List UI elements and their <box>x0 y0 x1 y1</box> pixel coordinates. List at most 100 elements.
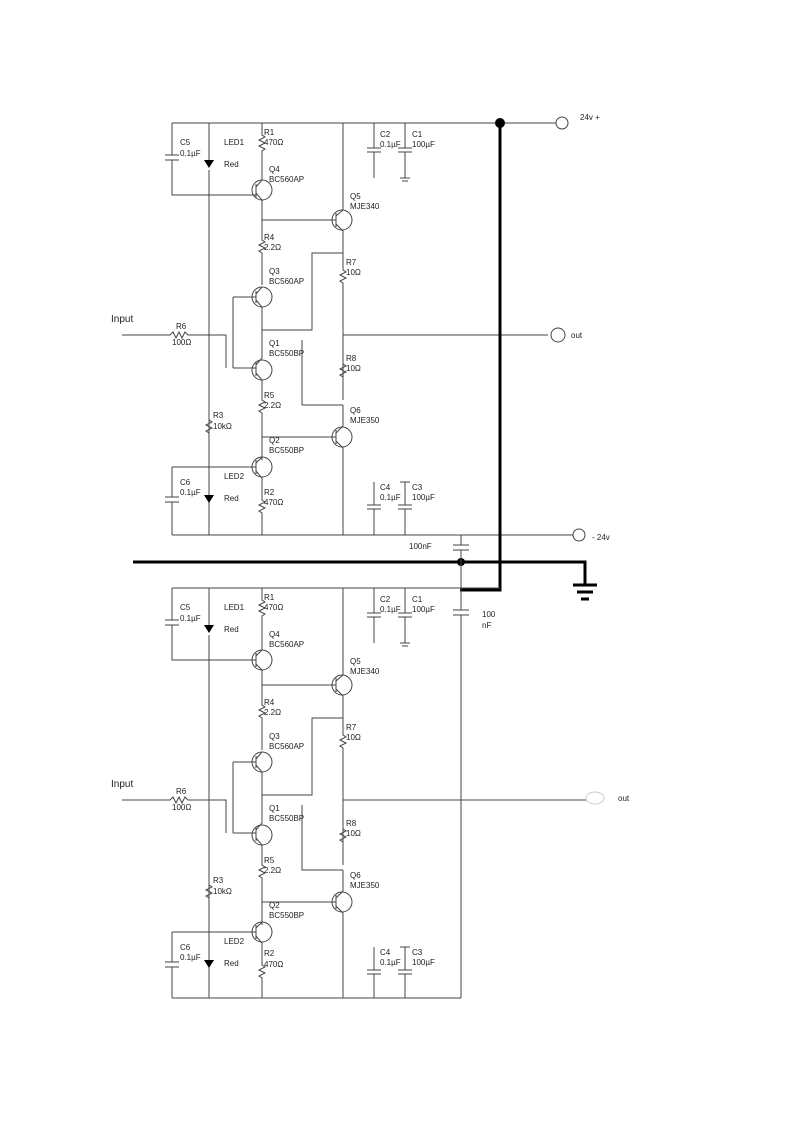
c1-name: C1 <box>412 130 423 139</box>
led2-value: Red <box>224 959 239 968</box>
r2-value: 470Ω <box>264 498 283 507</box>
r2-value: 470Ω <box>264 960 283 969</box>
c4-name: C4 <box>380 948 391 957</box>
led1-value: Red <box>224 160 239 169</box>
r3-name: R3 <box>213 411 224 420</box>
r2-name: R2 <box>264 949 275 958</box>
output-label: out <box>571 331 583 340</box>
led1-name: LED1 <box>224 603 245 612</box>
r8-value: 10Ω <box>346 364 361 373</box>
q1-value: BC550BP <box>269 349 304 358</box>
output-label: out <box>618 794 630 803</box>
q6-value: MJE350 <box>350 416 380 425</box>
c2-value: 0.1µF <box>380 605 401 614</box>
r6-value: 100Ω <box>172 803 191 812</box>
c5-name: C5 <box>180 138 191 147</box>
led2-name: LED2 <box>224 937 245 946</box>
c3-name: C3 <box>412 483 423 492</box>
ground-icon <box>573 583 597 601</box>
q1-name: Q1 <box>269 804 280 813</box>
r6-name: R6 <box>176 787 187 796</box>
c5-value: 0.1µF <box>180 149 201 158</box>
c4-value: 0.1µF <box>380 493 401 502</box>
q5-value: MJE340 <box>350 202 380 211</box>
q3-value: BC560AP <box>269 277 304 286</box>
pos-supply-terminal <box>555 116 569 130</box>
c2-name: C2 <box>380 595 391 604</box>
r4-name: R4 <box>264 698 275 707</box>
c3-value: 100µF <box>412 958 435 967</box>
cap-bottom-line1: 100 <box>482 610 496 619</box>
c6-name: C6 <box>180 478 191 487</box>
r6-value: 100Ω <box>172 338 191 347</box>
q5-value: MJE340 <box>350 667 380 676</box>
q6-name: Q6 <box>350 871 361 880</box>
q2-name: Q2 <box>269 436 280 445</box>
q5-name: Q5 <box>350 192 361 201</box>
r1-name: R1 <box>264 593 275 602</box>
c5-value: 0.1µF <box>180 614 201 623</box>
q6-value: MJE350 <box>350 881 380 890</box>
channel-2: C5 0.1µF LED1 Red R1 470Ω Q4 BC560AP C2 … <box>111 587 630 999</box>
r3-name: R3 <box>213 876 224 885</box>
r7-value: 10Ω <box>346 268 361 277</box>
pos-supply-label: 24v + <box>580 113 600 122</box>
q3-value: BC560AP <box>269 742 304 751</box>
c3-name: C3 <box>412 948 423 957</box>
led2-name: LED2 <box>224 472 245 481</box>
q4-value: BC560AP <box>269 175 304 184</box>
c6-value: 0.1µF <box>180 953 201 962</box>
r4-name: R4 <box>264 233 275 242</box>
c1-value: 100µF <box>412 140 435 149</box>
neg-supply-label: - 24v <box>592 533 610 542</box>
q5-name: Q5 <box>350 657 361 666</box>
c1-name: C1 <box>412 595 423 604</box>
c4-name: C4 <box>380 483 391 492</box>
input-label: Input <box>111 314 133 325</box>
c5-name: C5 <box>180 603 191 612</box>
r2-name: R2 <box>264 488 275 497</box>
c1-value: 100µF <box>412 605 435 614</box>
c4-value: 0.1µF <box>380 958 401 967</box>
q3-name: Q3 <box>269 732 280 741</box>
input-label: Input <box>111 779 133 790</box>
q2-name: Q2 <box>269 901 280 910</box>
r4-value: 2.2Ω <box>264 708 281 717</box>
q4-name: Q4 <box>269 165 280 174</box>
r1-value: 470Ω <box>264 603 283 612</box>
c6-name: C6 <box>180 943 191 952</box>
q1-value: BC550BP <box>269 814 304 823</box>
r6-name: R6 <box>176 322 187 331</box>
led1-value: Red <box>224 625 239 634</box>
q6-name: Q6 <box>350 406 361 415</box>
r5-name: R5 <box>264 856 275 865</box>
r7-name: R7 <box>346 723 357 732</box>
r5-value: 2.2Ω <box>264 866 281 875</box>
r5-name: R5 <box>264 391 275 400</box>
cap-between-rails-label: 100nF <box>409 542 432 551</box>
r7-value: 10Ω <box>346 733 361 742</box>
q4-value: BC560AP <box>269 640 304 649</box>
r5-value: 2.2Ω <box>264 401 281 410</box>
c2-value: 0.1µF <box>380 140 401 149</box>
c2-name: C2 <box>380 130 391 139</box>
r1-name: R1 <box>264 128 275 137</box>
neg-supply-terminal <box>572 528 586 542</box>
led1-name: LED1 <box>224 138 245 147</box>
q2-value: BC550BP <box>269 911 304 920</box>
channel-1: C5 0.1µF LED1 Red R1 470Ω Q4 BC560AP C2 … <box>111 122 583 536</box>
c6-value: 0.1µF <box>180 488 201 497</box>
r3-value: 10kΩ <box>213 887 232 896</box>
r3-value: 10kΩ <box>213 422 232 431</box>
r4-value: 2.2Ω <box>264 243 281 252</box>
r1-value: 470Ω <box>264 138 283 147</box>
r8-name: R8 <box>346 819 357 828</box>
led2-value: Red <box>224 494 239 503</box>
c3-value: 100µF <box>412 493 435 502</box>
r8-value: 10Ω <box>346 829 361 838</box>
q3-name: Q3 <box>269 267 280 276</box>
q2-value: BC550BP <box>269 446 304 455</box>
q4-name: Q4 <box>269 630 280 639</box>
r7-name: R7 <box>346 258 357 267</box>
